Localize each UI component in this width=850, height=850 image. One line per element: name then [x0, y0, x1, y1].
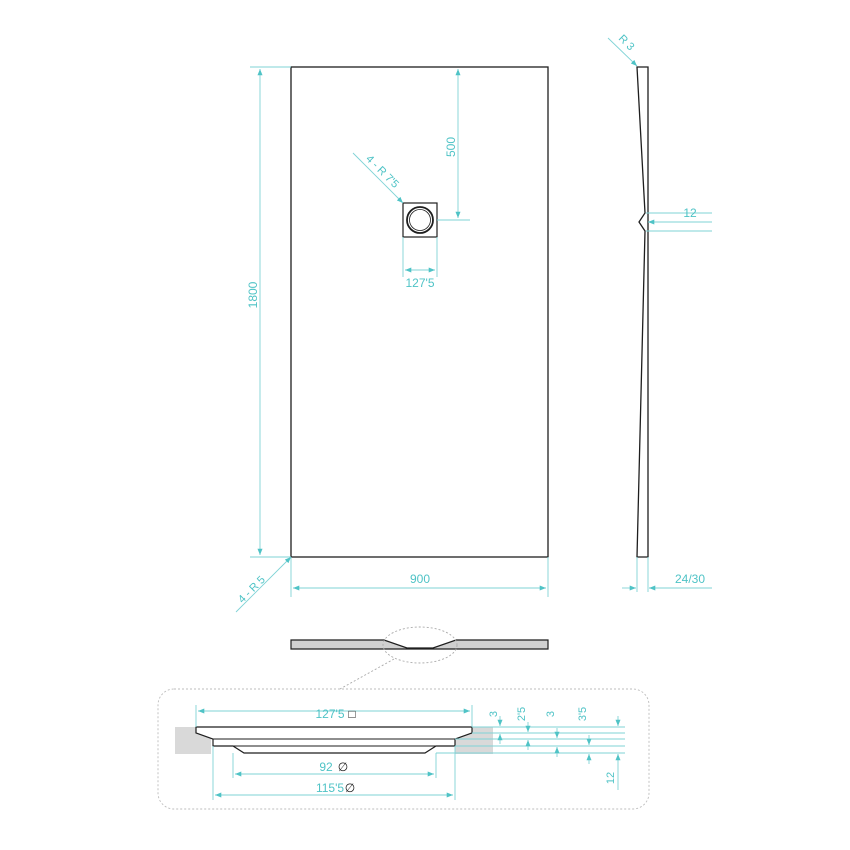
- vertical-label-3: 3: [545, 711, 557, 717]
- shower-tray-outline: [290, 66, 549, 558]
- detail-frame: [157, 688, 650, 810]
- thickness-dimension: 24/30: [622, 557, 712, 592]
- edge-radius-label: R 3: [616, 33, 637, 54]
- corner-radius-label: 4 - R 5: [236, 574, 268, 606]
- drain-depth-label: 12: [683, 206, 697, 220]
- section-view: [290, 626, 549, 690]
- vertical-label-4: 3'5: [577, 707, 589, 721]
- corner-radius-callout: 4 - R 5: [235, 556, 292, 613]
- vertical-label-1: 3: [488, 711, 500, 717]
- detail-circle: [382, 626, 458, 664]
- outer-diameter-symbol: ∅: [345, 781, 355, 795]
- section-profile: [290, 639, 549, 650]
- width-dimension: 900: [290, 557, 549, 597]
- inner-diameter-label: 92: [319, 760, 333, 774]
- inner-diameter-symbol: ∅: [338, 760, 348, 774]
- drain-depth-dimension: 12: [646, 206, 712, 232]
- side-view: R 3 12 24/30: [607, 33, 712, 592]
- outer-diameter-label: 115'5: [316, 781, 344, 795]
- outer-diameter-dimension: 115'5 ∅: [212, 746, 456, 800]
- drain-offset-label: 500: [444, 137, 458, 157]
- top-view: 1800 900 500 127'5 4 - R 7'5: [235, 66, 549, 613]
- detail-view: 127'5 □ 92 ∅ 115'5 ∅: [157, 688, 650, 810]
- drain-square: [402, 202, 438, 238]
- width-label: 900: [410, 572, 430, 586]
- square-symbol: □: [348, 707, 355, 721]
- drain-offset-dimension: 500: [437, 69, 470, 221]
- detail-leader: [339, 658, 395, 690]
- side-profile: [636, 66, 649, 558]
- vertical-label-2: 2'5: [516, 707, 528, 721]
- edge-radius-callout: R 3: [607, 33, 638, 67]
- thickness-label: 24/30: [675, 572, 705, 586]
- vertical-dimensions: 3 2'5 3 3'5 12: [436, 707, 625, 790]
- top-width-dimension: 127'5 □: [195, 705, 473, 727]
- depth-label: 12: [605, 772, 617, 784]
- drain-size-label: 127'5: [406, 276, 435, 290]
- length-label: 1800: [246, 281, 260, 308]
- inner-diameter-dimension: 92 ∅: [232, 753, 437, 778]
- drain-fitting-profile: [195, 726, 473, 754]
- drain-size-dimension: 127'5: [402, 237, 438, 290]
- length-dimension: 1800: [246, 66, 291, 558]
- top-width-label: 127'5: [316, 707, 345, 721]
